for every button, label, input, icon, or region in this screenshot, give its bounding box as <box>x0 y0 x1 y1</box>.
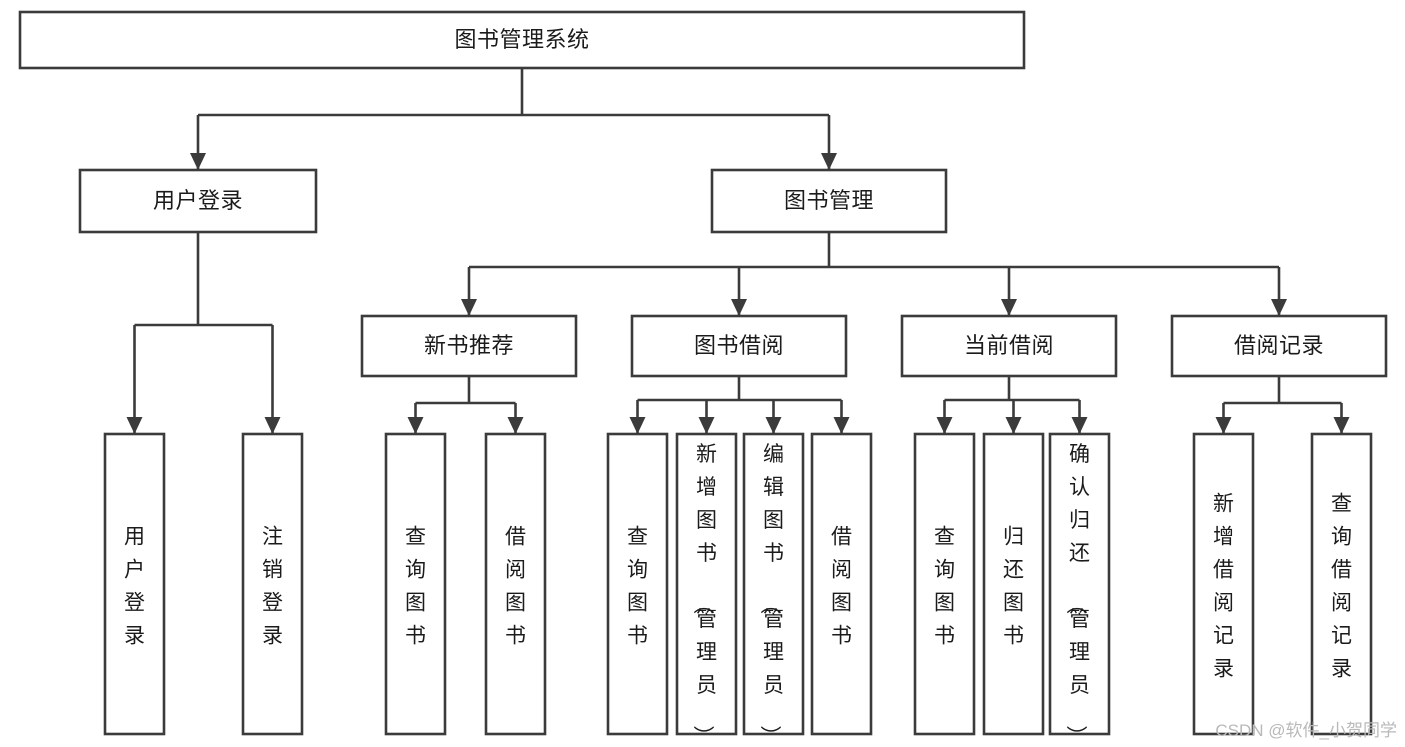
edge-group-from-bookmgmt <box>461 232 1287 316</box>
arrow-head-icon <box>1333 417 1350 434</box>
arrow-head-icon <box>833 417 850 434</box>
node-label-b-borrow: 借阅图书 <box>831 526 852 648</box>
connector-edges-layer <box>126 68 1350 434</box>
node-borrow[interactable]: 图书借阅 <box>630 314 848 378</box>
node-label-c-confirm: 确认归还（管理员） <box>1064 443 1090 746</box>
arrow-head-icon <box>264 417 281 434</box>
arrow-head-icon <box>1005 417 1022 434</box>
node-boxes-layer: 图书管理系统用户登录图书管理新书推荐图书借阅当前借阅借阅记录用户登录注销登录查询… <box>18 10 1388 746</box>
node-label-r-add: 新增借阅记录 <box>1213 493 1234 681</box>
node-box-r-add <box>1192 432 1255 736</box>
node-bookmgmt[interactable]: 图书管理 <box>710 168 948 234</box>
node-label-bookmgmt: 图书管理 <box>784 188 874 213</box>
node-label-l-login: 用户登录 <box>124 526 145 648</box>
node-record[interactable]: 借阅记录 <box>1170 314 1388 378</box>
node-box-n-query <box>384 432 447 736</box>
arrow-head-icon <box>698 417 715 434</box>
node-label-c-return: 归还图书 <box>1003 526 1024 648</box>
node-newbook[interactable]: 新书推荐 <box>360 314 578 378</box>
node-b-add[interactable]: 新增图书（管理员） <box>675 432 738 746</box>
node-box-b-query <box>606 432 669 736</box>
arrow-head-icon <box>1001 299 1017 316</box>
arrow-head-icon <box>765 417 782 434</box>
node-box-n-borrow <box>484 432 547 736</box>
node-label-login: 用户登录 <box>153 188 243 213</box>
node-c-return[interactable]: 归还图书 <box>982 432 1045 736</box>
node-box-current <box>900 314 1118 378</box>
node-box-c-confirm <box>1048 432 1111 736</box>
node-r-query[interactable]: 查询借阅记录 <box>1310 432 1373 736</box>
node-label-n-borrow: 借阅图书 <box>505 526 526 648</box>
node-b-edit[interactable]: 编辑图书（管理员） <box>742 432 805 746</box>
node-l-login[interactable]: 用户登录 <box>103 432 166 736</box>
node-label-n-query: 查询图书 <box>405 526 426 648</box>
edge-group-from-login <box>126 232 281 434</box>
node-root[interactable]: 图书管理系统 <box>18 10 1026 70</box>
node-label-c-query: 查询图书 <box>934 526 955 648</box>
edge-group-from-record <box>1215 376 1350 434</box>
node-label-root: 图书管理系统 <box>454 27 589 52</box>
node-current[interactable]: 当前借阅 <box>900 314 1118 378</box>
edge-group-from-current <box>936 376 1088 434</box>
node-n-query[interactable]: 查询图书 <box>384 432 447 736</box>
node-l-logout[interactable]: 注销登录 <box>241 432 304 736</box>
node-label-current: 当前借阅 <box>964 333 1054 358</box>
node-box-r-query <box>1310 432 1373 736</box>
arrow-head-icon <box>1215 417 1232 434</box>
arrow-head-icon <box>936 417 953 434</box>
arrow-head-icon <box>1071 417 1088 434</box>
node-label-newbook: 新书推荐 <box>424 333 514 358</box>
node-label-r-query: 查询借阅记录 <box>1331 493 1352 681</box>
arrow-head-icon <box>507 417 524 434</box>
edge-group-from-borrow <box>629 376 850 434</box>
node-label-b-edit: 编辑图书（管理员） <box>758 443 784 746</box>
arrow-head-icon <box>1271 299 1287 316</box>
arrow-head-icon <box>126 417 143 434</box>
node-label-borrow: 图书借阅 <box>694 333 784 358</box>
node-label-b-query: 查询图书 <box>627 526 648 648</box>
node-b-query[interactable]: 查询图书 <box>606 432 669 736</box>
arrow-head-icon <box>731 299 747 316</box>
node-box-newbook <box>360 314 578 378</box>
node-label-b-add: 新增图书（管理员） <box>691 443 717 746</box>
node-box-b-borrow <box>810 432 873 736</box>
node-box-borrow <box>630 314 848 378</box>
node-c-confirm[interactable]: 确认归还（管理员） <box>1048 432 1111 746</box>
node-b-borrow[interactable]: 借阅图书 <box>810 432 873 736</box>
arrow-head-icon <box>821 153 837 170</box>
node-label-record: 借阅记录 <box>1234 333 1324 358</box>
node-box-c-return <box>982 432 1045 736</box>
node-login[interactable]: 用户登录 <box>78 168 318 234</box>
node-label-l-logout: 注销登录 <box>262 526 283 648</box>
node-box-b-edit <box>742 432 805 736</box>
node-box-record <box>1170 314 1388 378</box>
node-box-b-add <box>675 432 738 736</box>
node-box-bookmgmt <box>710 168 948 234</box>
node-c-query[interactable]: 查询图书 <box>913 432 976 736</box>
node-n-borrow[interactable]: 借阅图书 <box>484 432 547 736</box>
node-box-l-logout <box>241 432 304 736</box>
edge-group-from-newbook <box>407 376 524 434</box>
edge-group-from-root <box>190 68 837 170</box>
node-r-add[interactable]: 新增借阅记录 <box>1192 432 1255 736</box>
arrow-head-icon <box>190 153 206 170</box>
node-box-root <box>18 10 1026 70</box>
node-box-login <box>78 168 318 234</box>
arrow-head-icon <box>629 417 646 434</box>
node-box-l-login <box>103 432 166 736</box>
node-box-c-query <box>913 432 976 736</box>
arrow-head-icon <box>407 417 424 434</box>
arrow-head-icon <box>461 299 477 316</box>
